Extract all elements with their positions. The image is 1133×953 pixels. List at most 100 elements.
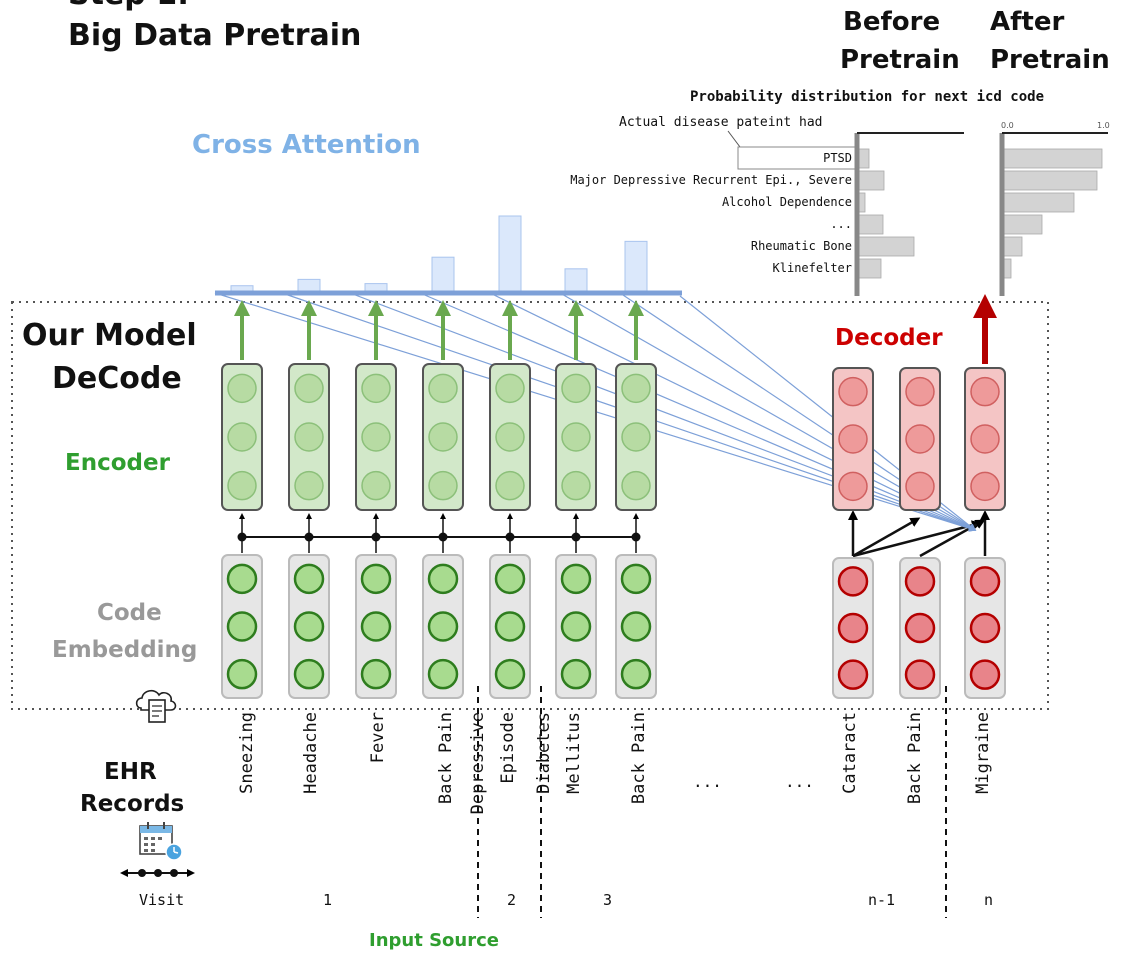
visit-number: 1 (323, 891, 332, 909)
before-pretrain-label-1: Before (843, 7, 940, 37)
encoder-cell (422, 363, 464, 511)
neuron-node (561, 470, 591, 501)
neuron-node (293, 563, 325, 595)
after-prob-bar (1003, 236, 1023, 257)
cloud-document-icon (135, 689, 177, 723)
neuron-node (494, 563, 526, 595)
decoder-cell (832, 367, 874, 511)
after-prob-bar (1003, 148, 1103, 169)
neuron-node (226, 563, 258, 595)
neuron-node (495, 373, 525, 404)
neuron-node (294, 470, 324, 501)
neuron-node (905, 424, 935, 454)
after-axis-max-label: 1.0 (1097, 121, 1110, 130)
before-prob-bar (858, 214, 884, 235)
neuron-node (561, 422, 591, 452)
neuron-node (970, 471, 1000, 502)
step-title: Step 1: (68, 0, 189, 12)
neuron-node (427, 658, 459, 690)
neuron-node (904, 659, 936, 690)
decoder-link-arrow (852, 520, 982, 558)
neuron-node (361, 373, 391, 404)
decoder-cell (964, 367, 1006, 511)
embedding-cell (221, 554, 263, 699)
encoder-cell (221, 363, 263, 511)
neuron-node (227, 373, 257, 404)
prob-row-label: ... (830, 217, 852, 231)
decoder-cell (899, 367, 941, 511)
attention-weight-bar (297, 278, 321, 292)
visit-number: n-1 (868, 891, 895, 909)
neuron-node (620, 658, 652, 690)
before-prob-bar (858, 258, 882, 279)
model-name: DeCode (52, 361, 182, 396)
neuron-node (838, 424, 868, 454)
code-label: Mellitus (564, 712, 584, 794)
neuron-node (427, 611, 459, 642)
neuron-node (969, 659, 1001, 690)
neuron-node (560, 658, 592, 690)
neuron-node (905, 471, 935, 502)
neuron-node (837, 566, 869, 597)
neuron-node (360, 658, 392, 690)
prob-row-label: PTSD (823, 151, 852, 165)
prob-row-label: Klinefelter (773, 261, 852, 275)
before-prob-bar (858, 148, 870, 169)
embedding-label-2: Embedding (52, 637, 197, 663)
attention-weight-bar (564, 268, 588, 292)
code-label: Headache (301, 712, 321, 794)
ellipsis-code: ... (785, 772, 814, 791)
encoder-cell (355, 363, 397, 511)
after-axis-min-label: 0.0 (1001, 121, 1014, 130)
model-boundary (11, 301, 1049, 710)
model-title: Our Model (22, 318, 197, 353)
neuron-node (294, 422, 324, 452)
neuron-node (494, 658, 526, 690)
input-source-label: Input Source (369, 930, 499, 951)
code-label: Cataract (840, 712, 860, 794)
neuron-node (428, 373, 458, 404)
encoder-cell (615, 363, 657, 511)
neuron-node (226, 611, 258, 642)
before-prob-bar (858, 170, 885, 191)
neuron-node (904, 612, 936, 644)
neuron-node (360, 611, 392, 642)
embedding-cell (615, 554, 657, 699)
after-pretrain-label-1: After (990, 7, 1064, 37)
neuron-node (294, 373, 324, 404)
code-label: Back Pain (905, 712, 925, 804)
embedding-cell (832, 557, 874, 699)
neuron-node (970, 424, 1000, 454)
after-pretrain-label-2: Pretrain (990, 45, 1110, 75)
attention-weight-bar (498, 215, 522, 292)
neuron-node (494, 611, 526, 642)
neuron-node (620, 563, 652, 595)
prob-chart-title: Probability distribution for next icd co… (690, 89, 1044, 105)
encoder-cell (555, 363, 597, 511)
embedding-cell (899, 557, 941, 699)
neuron-node (293, 658, 325, 690)
neuron-node (905, 376, 935, 407)
neuron-node (621, 422, 651, 452)
embedding-label-1: Code (97, 600, 162, 626)
neuron-node (838, 471, 868, 502)
neuron-node (837, 659, 869, 690)
after-prob-bar (1003, 170, 1098, 191)
decoder-label: Decoder (835, 325, 943, 351)
neuron-node (561, 373, 591, 404)
prob-row-label: Alcohol Dependence (722, 195, 852, 209)
before-prob-bar (858, 192, 866, 213)
embedding-cell (355, 554, 397, 699)
decoder-link-arrow (852, 517, 921, 558)
before-prob-bar (858, 236, 915, 257)
embedding-cell (489, 554, 531, 699)
pretrain-title: Big Data Pretrain (68, 18, 361, 53)
neuron-node (227, 422, 257, 452)
attention-weight-bar (624, 240, 648, 292)
neuron-node (361, 470, 391, 501)
neuron-node (838, 376, 868, 407)
visit-label: Visit (139, 891, 184, 909)
visit-number: n (984, 891, 993, 909)
encoder-cell (489, 363, 531, 511)
neuron-node (361, 422, 391, 452)
